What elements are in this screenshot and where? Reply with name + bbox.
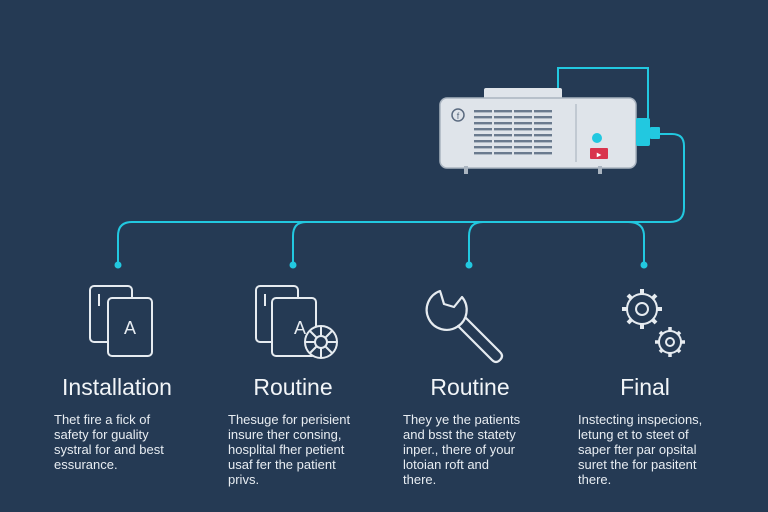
branch-1: [117, 221, 133, 262]
step-description-final: Instecting inspecions, letung et to stee…: [578, 412, 703, 487]
step-title-final: Final: [620, 374, 670, 400]
branch-4: [627, 221, 645, 262]
device-logo-glyph: f: [457, 111, 460, 121]
cable-connector: [636, 118, 650, 146]
node-1: [114, 261, 122, 269]
card-letter-a-2: A: [294, 318, 306, 338]
connector-nodes: [114, 261, 648, 269]
card-letter-a: A: [124, 318, 136, 338]
step-title-routine-1: Routine: [253, 374, 333, 400]
alert-indicator-label: ▶: [597, 153, 602, 159]
node-3: [465, 261, 473, 269]
branch-3: [468, 221, 484, 262]
vent-slats-icon: [474, 110, 552, 155]
node-4: [640, 261, 648, 269]
node-2: [289, 261, 297, 269]
step-description-installation: Thet fire a fick of safety for guality s…: [54, 412, 164, 472]
trunk-connector: [132, 133, 685, 223]
cards-gear-icon: A: [255, 285, 338, 359]
branch-2: [292, 221, 307, 262]
connector-lines: [117, 67, 685, 262]
step-title-installation: Installation: [62, 374, 172, 400]
status-light-icon: [592, 133, 602, 143]
wrench-icon: [425, 289, 504, 364]
alert-indicator: [590, 148, 608, 159]
step-description-routine-2: They ye the patients and bsst the statet…: [403, 412, 521, 487]
step-description-routine-1: Thesuge for perisient insure ther consin…: [228, 412, 351, 487]
device-top-loop: [557, 67, 649, 118]
device-unit: f ▶: [439, 88, 660, 174]
device-logo-icon: [451, 108, 465, 122]
cards-icon: A: [89, 285, 153, 357]
step-title-routine-2: Routine: [430, 374, 510, 400]
gears-icon: [622, 289, 685, 357]
